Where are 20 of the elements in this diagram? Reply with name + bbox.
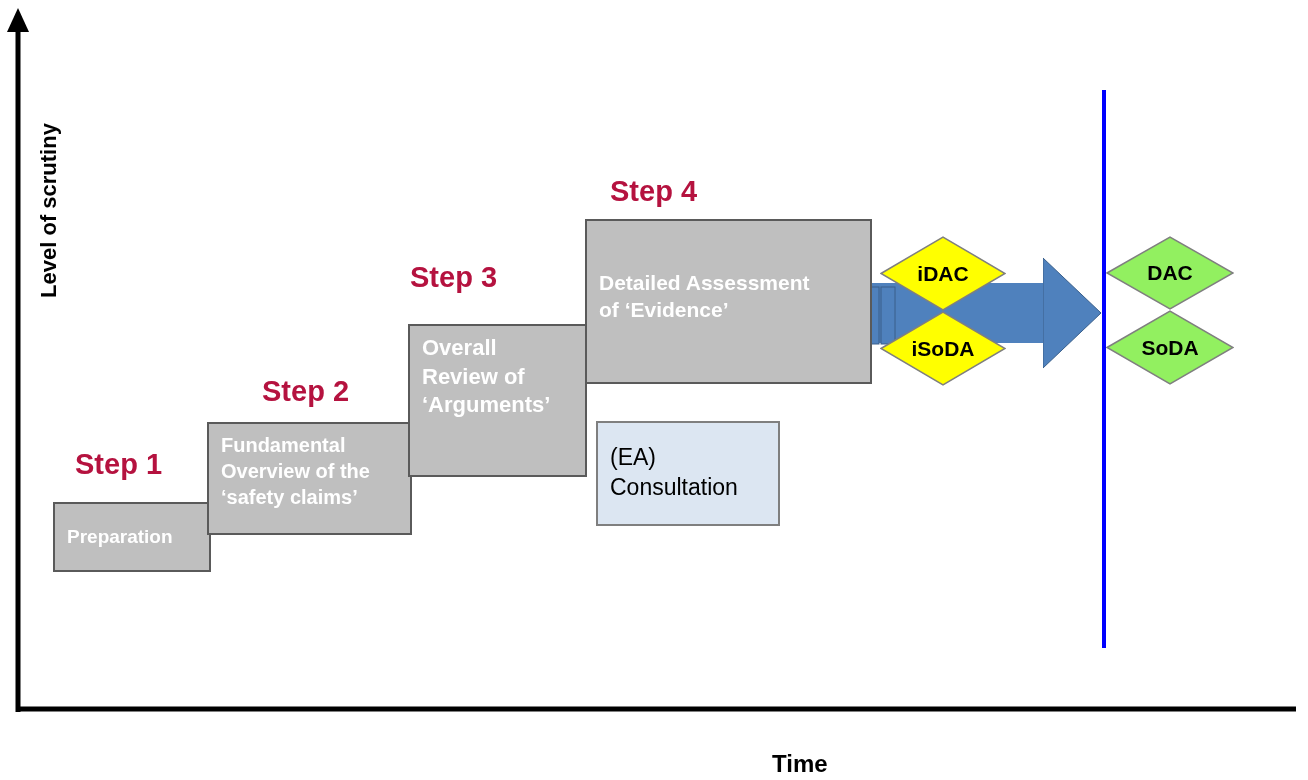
block-arrow [872,257,1102,369]
step-text: Fundamental Overview of the ‘safety claims’ [221,433,371,510]
axis-label: Time [772,749,828,779]
step-text: Detailed Assessment of ‘Evidence’ [599,270,811,324]
step-text: Overall Review of ‘Arguments’ [422,334,552,420]
step-box [207,422,412,535]
consultation-box: (EA) Consultation [596,421,780,526]
step-box [585,219,872,384]
step-label: Step 1 [75,450,163,479]
decision-diamond: iSoDA [880,311,1006,386]
axis-label: Level of scrutiny [34,122,62,298]
decision-diamond: DAC [1106,236,1234,310]
step-box [53,502,211,572]
step-label: Step 3 [410,263,498,292]
step-text: Preparation [67,524,174,549]
step-label: Step 4 [610,177,698,206]
decision-diamond: SoDA [1106,310,1234,385]
decision-diamond: iDAC [880,236,1006,311]
step-box [408,324,587,477]
step-label: Step 2 [262,377,350,406]
